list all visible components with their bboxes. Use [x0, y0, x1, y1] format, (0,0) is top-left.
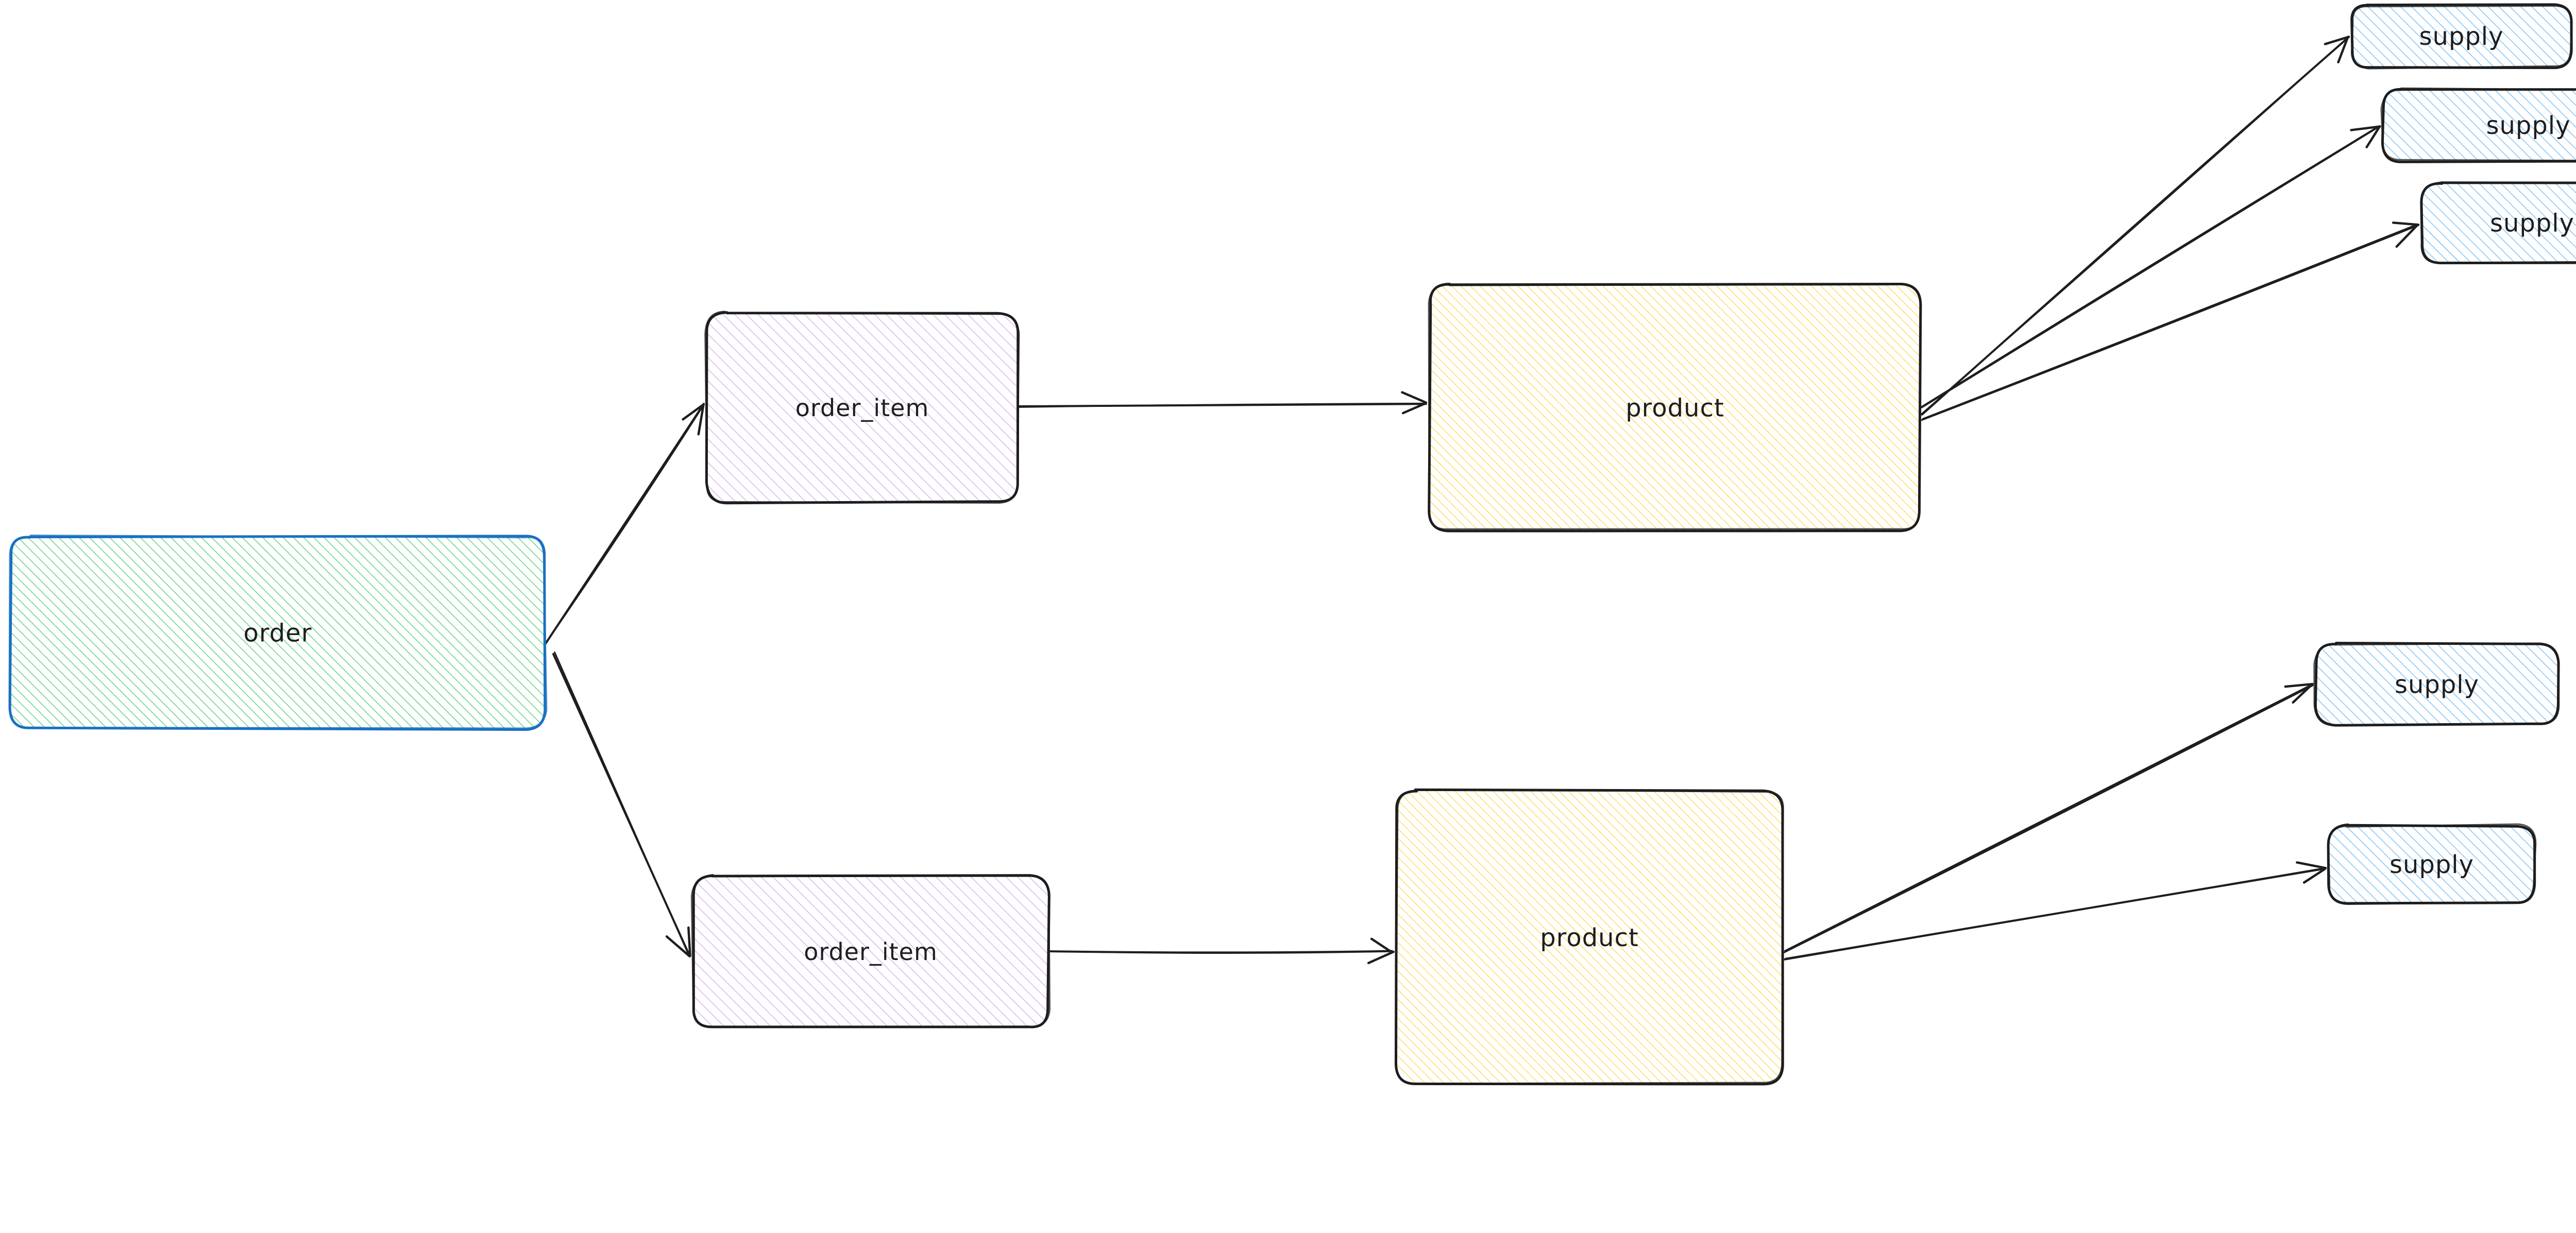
- arrowhead-barb: [1370, 937, 1393, 954]
- arrowhead-barb: [2395, 224, 2419, 248]
- arrowhead-barb: [1401, 391, 1428, 404]
- node-fill: [9, 536, 546, 729]
- node-supply_3[interactable]: supply: [2420, 181, 2576, 265]
- node-outline: [1395, 788, 1784, 1086]
- arrowhead-barb: [2350, 125, 2381, 131]
- node-outline: [8, 534, 548, 729]
- edge-stroke: [1920, 37, 2349, 415]
- node-fill: [2421, 182, 2576, 263]
- edge-stroke: [1783, 684, 2314, 954]
- node-order[interactable]: order: [8, 534, 548, 731]
- node-label-supply_1: supply: [2419, 22, 2503, 51]
- node-product_2[interactable]: product: [1395, 788, 1784, 1086]
- edges-layer: [544, 36, 2420, 965]
- node-fill: [692, 875, 1048, 1028]
- node-supply_5[interactable]: supply: [2327, 823, 2537, 905]
- node-supply_1[interactable]: supply: [2350, 3, 2573, 70]
- node-outline: [1428, 284, 1922, 530]
- node-fill: [1429, 284, 1920, 530]
- node-outline: [2421, 181, 2576, 264]
- node-order_item_1[interactable]: order_item: [704, 311, 1020, 505]
- node-fill: [2316, 643, 2558, 725]
- node-outline: [2313, 642, 2560, 726]
- node-outline: [8, 535, 547, 731]
- node-outline: [704, 311, 1020, 504]
- edge-stroke: [1784, 683, 2314, 952]
- arrowhead-barb: [2365, 125, 2381, 148]
- arrowhead-barb: [2292, 683, 2313, 704]
- node-label-order_item_1: order_item: [795, 394, 929, 422]
- node-label-supply_4: supply: [2395, 671, 2479, 699]
- edge-stroke: [553, 651, 690, 956]
- arrowhead-barb: [1401, 402, 1427, 415]
- arrowhead-barb: [2324, 36, 2350, 45]
- arrowhead-barb: [687, 926, 691, 957]
- arrowhead-barb: [697, 403, 705, 436]
- edge-stroke: [1921, 225, 2419, 421]
- node-order_item_2[interactable]: order_item: [690, 874, 1051, 1029]
- edge-stroke: [1921, 125, 2381, 408]
- node-fill: [707, 313, 1019, 503]
- node-supply_2[interactable]: supply: [2380, 87, 2576, 163]
- node-label-supply_3: supply: [2490, 209, 2574, 238]
- arrowhead-barb: [2302, 868, 2326, 884]
- node-label-supply_5: supply: [2389, 850, 2474, 879]
- edge-stroke: [1018, 402, 1427, 408]
- node-outline: [1395, 789, 1784, 1085]
- edge-stroke: [545, 404, 705, 645]
- node-supply_4[interactable]: supply: [2313, 642, 2560, 727]
- arrowhead-barb: [2337, 36, 2349, 64]
- node-outline: [2327, 823, 2537, 905]
- nodes-layer: orderorder_itemorder_itemproductproducts…: [8, 3, 2576, 1086]
- node-label-product_2: product: [1540, 923, 1639, 952]
- arrowhead-barb: [682, 404, 704, 421]
- node-fill: [1395, 790, 1784, 1085]
- node-fill: [2352, 5, 2572, 68]
- node-label-order: order: [244, 619, 312, 648]
- node-outline: [2351, 5, 2573, 70]
- node-fill: [2328, 825, 2535, 903]
- node-label-order_item_2: order_item: [804, 938, 938, 966]
- arrowhead-barb: [2392, 221, 2420, 226]
- node-outline: [2381, 88, 2576, 163]
- edge-stroke: [1784, 867, 2326, 961]
- edge-stroke: [1049, 950, 1394, 954]
- node-outline: [690, 874, 1051, 1028]
- arrowhead-barb: [2296, 861, 2327, 869]
- node-outline: [2380, 87, 2576, 162]
- arrowhead-barb: [2284, 682, 2314, 688]
- node-fill: [2382, 89, 2576, 162]
- arrowhead-barb: [665, 935, 691, 958]
- node-label-supply_2: supply: [2486, 111, 2570, 140]
- arrowhead-barb: [1367, 950, 1395, 965]
- node-product_1[interactable]: product: [1428, 282, 1922, 533]
- node-label-product_1: product: [1625, 394, 1724, 423]
